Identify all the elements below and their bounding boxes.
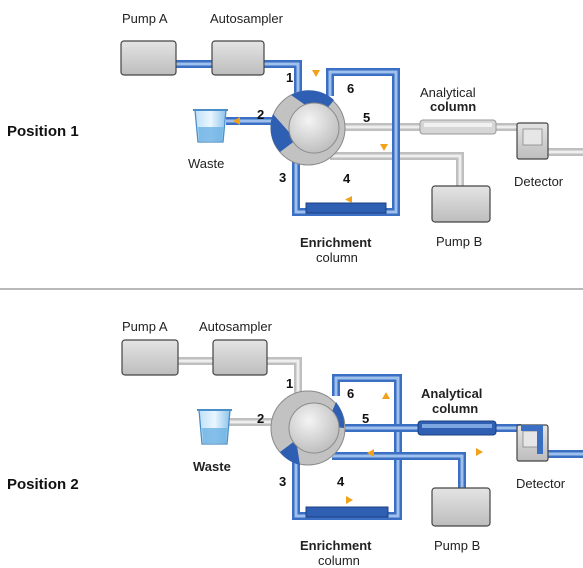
port-2: 2 [257, 411, 264, 426]
autosampler-label: Autosampler [210, 11, 284, 26]
gray-tubes [178, 357, 302, 426]
port-4: 4 [343, 171, 351, 186]
detector-label: Detector [516, 476, 566, 491]
detector-icon [516, 424, 549, 462]
detector-label: Detector [514, 174, 564, 189]
pump-b-box [431, 185, 491, 223]
port-labels: 1 2 3 4 5 6 [257, 376, 369, 489]
autosampler-box [212, 339, 268, 376]
autosampler-label: Autosampler [199, 319, 273, 334]
analytical-label-line1: Analytical [420, 85, 476, 100]
pump-a-label: Pump A [122, 11, 168, 26]
arrow-right-icon [346, 496, 353, 504]
port-5: 5 [363, 110, 370, 125]
arrow-down-icon [312, 70, 320, 77]
switching-valve [270, 90, 346, 166]
port-3: 3 [279, 474, 286, 489]
arrow-right-icon [476, 448, 483, 456]
flow-arrows [346, 392, 483, 504]
enrichment-column [305, 506, 389, 518]
switching-valve [270, 390, 346, 466]
port-5: 5 [362, 411, 369, 426]
port-1: 1 [286, 70, 293, 85]
detector-icon [516, 122, 549, 160]
position-label: Position 2 [7, 476, 79, 493]
port-3: 3 [279, 170, 286, 185]
waste-beaker-icon [197, 409, 232, 445]
panel-position-2: Position 2 [7, 319, 583, 568]
port-4: 4 [337, 474, 345, 489]
analytical-label-line1: Analytical [421, 386, 482, 401]
flow-arrows [233, 70, 388, 203]
port-6: 6 [347, 386, 354, 401]
pump-b-label: Pump B [436, 234, 482, 249]
panel-position-1: Position 1 [7, 11, 583, 265]
arrow-down-icon [380, 144, 388, 151]
autosampler-box [211, 40, 265, 76]
port-1: 1 [286, 376, 293, 391]
waste-beaker-icon [193, 109, 228, 143]
waste-label: Waste [193, 459, 231, 474]
arrow-left-icon [367, 449, 374, 457]
waste-label: Waste [188, 156, 224, 171]
pump-b-label: Pump B [434, 538, 480, 553]
pump-b-box [431, 487, 491, 527]
position-label: Position 1 [7, 123, 79, 140]
port-labels: 1 2 3 4 5 6 [257, 70, 370, 186]
enrichment-column [305, 202, 387, 214]
tube-autosampler-port1 [267, 357, 302, 393]
enrichment-label-line1: Enrichment [300, 538, 372, 553]
arrow-left-icon [345, 196, 352, 203]
analytical-label-line2: column [432, 401, 478, 416]
pump-a-box [120, 40, 177, 76]
arrow-up-icon [382, 392, 390, 399]
pump-a-box [121, 339, 179, 376]
analytical-label-line2: column [430, 99, 476, 114]
port-6: 6 [347, 81, 354, 96]
pump-a-label: Pump A [122, 319, 168, 334]
port-2: 2 [257, 107, 264, 122]
arrow-left-icon [233, 117, 240, 125]
enrichment-label-line2: column [316, 250, 358, 265]
enrichment-label-line2: column [318, 553, 360, 568]
enrichment-label-line1: Enrichment [300, 235, 372, 250]
